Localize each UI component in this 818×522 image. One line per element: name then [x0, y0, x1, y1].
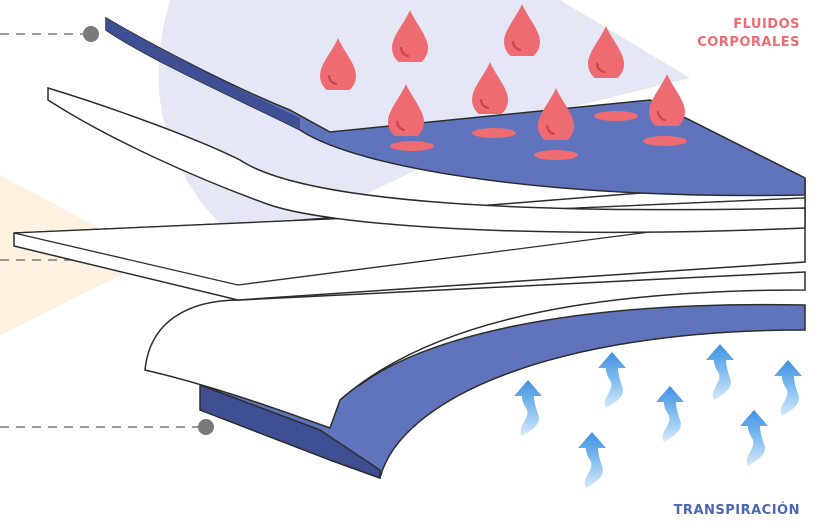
wavy-up-arrow-icon	[598, 352, 626, 408]
wavy-up-arrow-icon	[774, 360, 802, 416]
wavy-up-arrow-icon	[578, 432, 606, 488]
vapor-arrows	[514, 344, 802, 488]
wavy-up-arrow-icon	[740, 410, 768, 466]
wavy-up-arrow-icon	[656, 386, 684, 442]
wavy-up-arrow-icon	[706, 344, 734, 400]
leader-bottom	[0, 419, 214, 435]
fluids-label-line2: CORPORALES	[697, 34, 800, 52]
leader-top	[0, 26, 99, 42]
fluids-label-line1: FLUIDOS	[697, 16, 800, 34]
transpiration-label: TRANSPIRACIÓN	[674, 502, 800, 520]
wavy-up-arrow-icon	[514, 380, 542, 436]
fluids-label: FLUIDOS CORPORALES	[697, 16, 800, 52]
